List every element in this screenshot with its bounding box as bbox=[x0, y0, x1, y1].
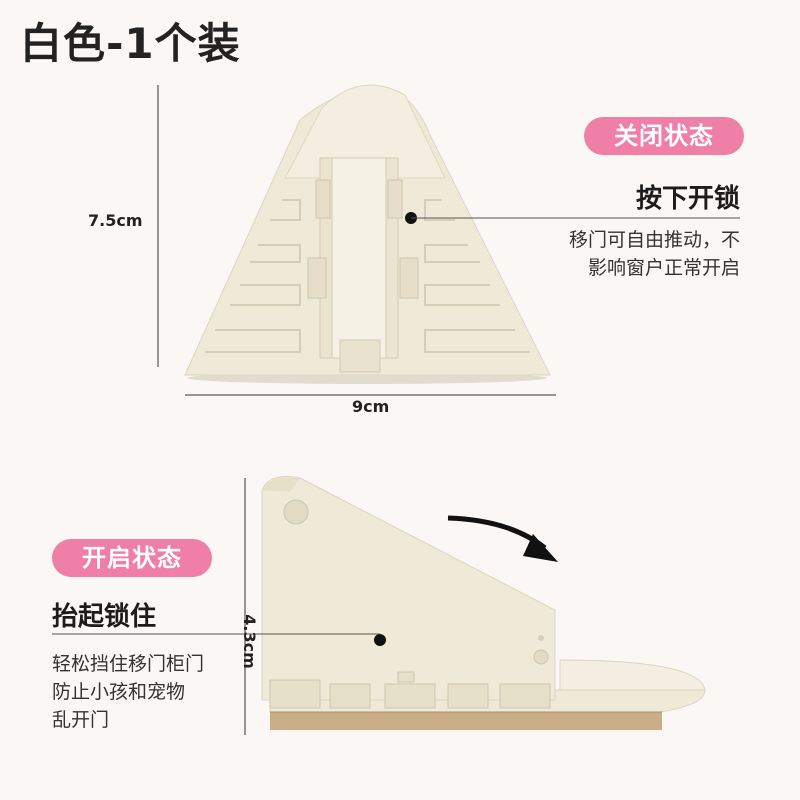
closed-desc-line: 移门可自由推动，不 bbox=[568, 229, 740, 251]
open-desc-line: 防止小孩和宠物 bbox=[52, 681, 186, 703]
open-desc-line: 轻松挡住移门柜门 bbox=[52, 653, 205, 675]
open-height-dimension-label: 4.3cm bbox=[239, 614, 259, 669]
width-dimension-label: 9cm bbox=[352, 397, 390, 416]
closed-desc-line: 影响窗户正常开启 bbox=[587, 257, 740, 279]
page-title: 白色-1个装 bbox=[20, 19, 241, 68]
closed-state-heading: 按下开锁 bbox=[635, 184, 740, 214]
open-state-description: 轻松挡住移门柜门 防止小孩和宠物 乱开门 bbox=[52, 650, 204, 734]
closed-state-description: 移门可自由推动，不 影响窗户正常开启 bbox=[569, 226, 740, 282]
open-lock-image bbox=[52, 476, 706, 735]
open-desc-line: 乱开门 bbox=[52, 709, 110, 731]
open-state-heading: 抬起锁住 bbox=[52, 602, 157, 632]
open-state-badge: 开启状态 bbox=[52, 539, 212, 577]
closed-state-badge: 关闭状态 bbox=[584, 117, 744, 155]
height-dimension-label: 7.5cm bbox=[88, 211, 143, 230]
closed-lock-image bbox=[157, 84, 740, 396]
